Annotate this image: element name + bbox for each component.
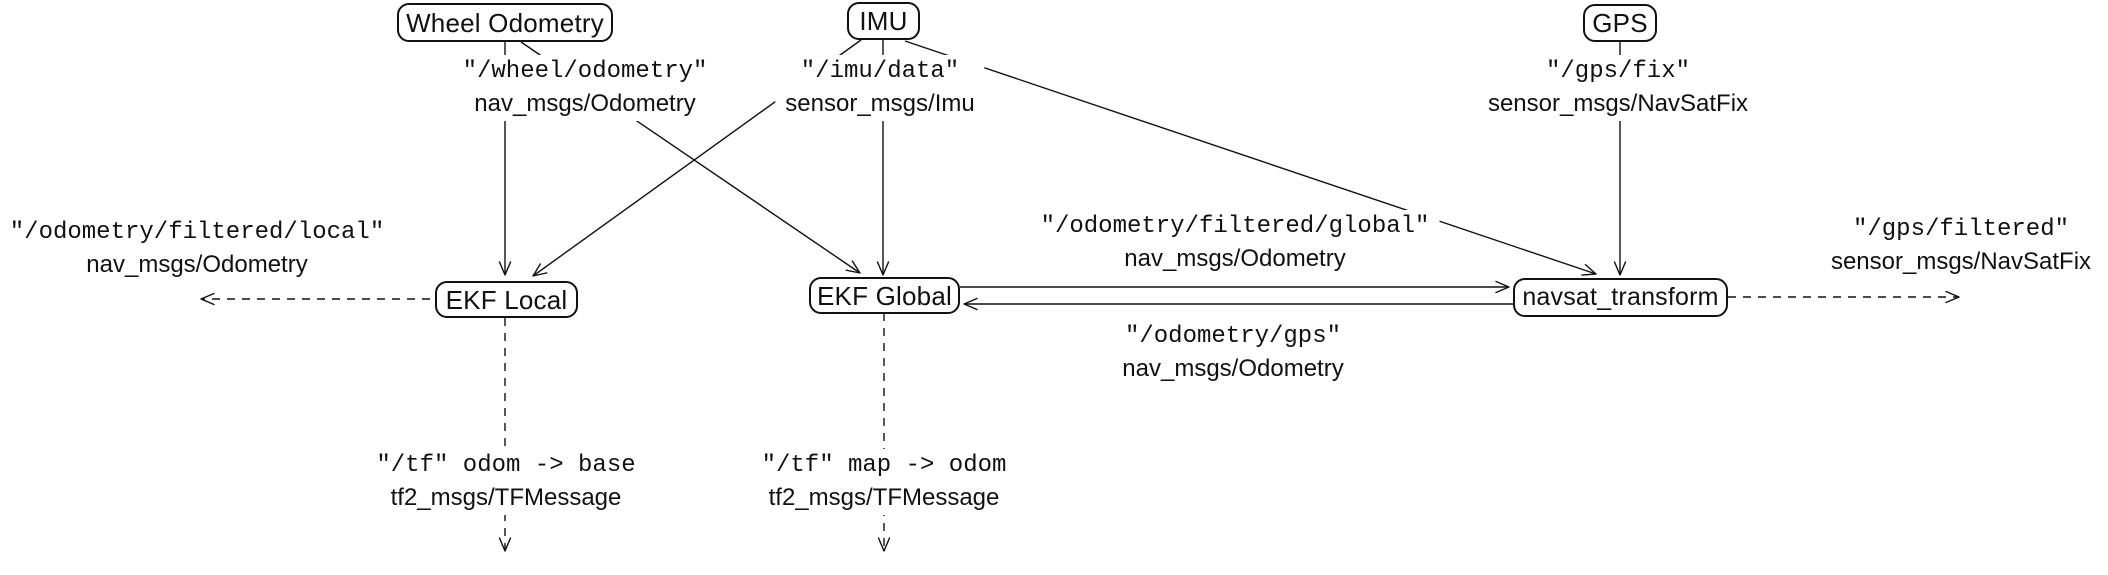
node-navsat-transform: navsat_transform <box>1513 278 1728 317</box>
label-odometry-filtered-global: "/odometry/filtered/global" nav_msgs/Odo… <box>1030 210 1440 276</box>
topic-type: nav_msgs/Odometry <box>474 90 696 117</box>
topic-name: "/odometry/filtered/local" <box>9 219 385 246</box>
node-ekf-local: EKF Local <box>435 281 578 318</box>
node-label: GPS <box>1592 8 1648 38</box>
label-gps-topic: "/gps/fix" sensor_msgs/NavSatFix <box>1477 55 1759 121</box>
topic-type: nav_msgs/Odometry <box>86 251 308 278</box>
label-imu-topic: "/imu/data" sensor_msgs/Imu <box>775 55 985 121</box>
label-tf-map-odom: "/tf" map -> odom tf2_msgs/TFMessage <box>751 449 1017 515</box>
node-label: EKF Global <box>817 280 952 311</box>
topic-name: "/tf" odom -> base <box>376 452 636 479</box>
topic-name: "/wheel/odometry" <box>462 58 708 85</box>
edge-imu-to-navsat-transform <box>904 40 1597 276</box>
topic-type: nav_msgs/Odometry <box>1124 245 1346 272</box>
label-tf-odom-base: "/tf" odom -> base tf2_msgs/TFMessage <box>366 449 646 515</box>
topic-type: sensor_msgs/Imu <box>785 90 975 117</box>
node-label: IMU <box>859 6 908 36</box>
label-odometry-filtered-local: "/odometry/filtered/local" nav_msgs/Odom… <box>0 216 395 282</box>
topic-type: sensor_msgs/NavSatFix <box>1487 90 1749 117</box>
topic-name: "/imu/data" <box>800 58 960 85</box>
node-imu: IMU <box>847 2 920 40</box>
label-wheel-topic: "/wheel/odometry" nav_msgs/Odometry <box>452 55 718 121</box>
node-label: Wheel Odometry <box>406 7 604 38</box>
topic-name: "/tf" map -> odom <box>761 452 1007 479</box>
topic-type: tf2_msgs/TFMessage <box>768 484 1000 511</box>
label-gps-filtered: "/gps/filtered" sensor_msgs/NavSatFix <box>1820 213 2102 279</box>
node-gps: GPS <box>1583 4 1657 42</box>
node-ekf-global: EKF Global <box>809 277 960 314</box>
node-label: EKF Local <box>445 284 568 315</box>
topic-name: "/odometry/gps" <box>1124 323 1342 350</box>
label-odometry-gps: "/odometry/gps" nav_msgs/Odometry <box>1112 320 1354 386</box>
topic-name: "/gps/fix" <box>1545 58 1691 85</box>
node-label: navsat_transform <box>1522 283 1719 311</box>
topic-type: tf2_msgs/TFMessage <box>390 484 622 511</box>
topic-type: nav_msgs/Odometry <box>1122 355 1344 382</box>
node-wheel-odometry: Wheel Odometry <box>397 3 613 42</box>
topic-type: sensor_msgs/NavSatFix <box>1830 248 2092 275</box>
topic-name: "/odometry/filtered/global" <box>1040 213 1430 240</box>
topic-name: "/gps/filtered" <box>1852 216 2070 243</box>
